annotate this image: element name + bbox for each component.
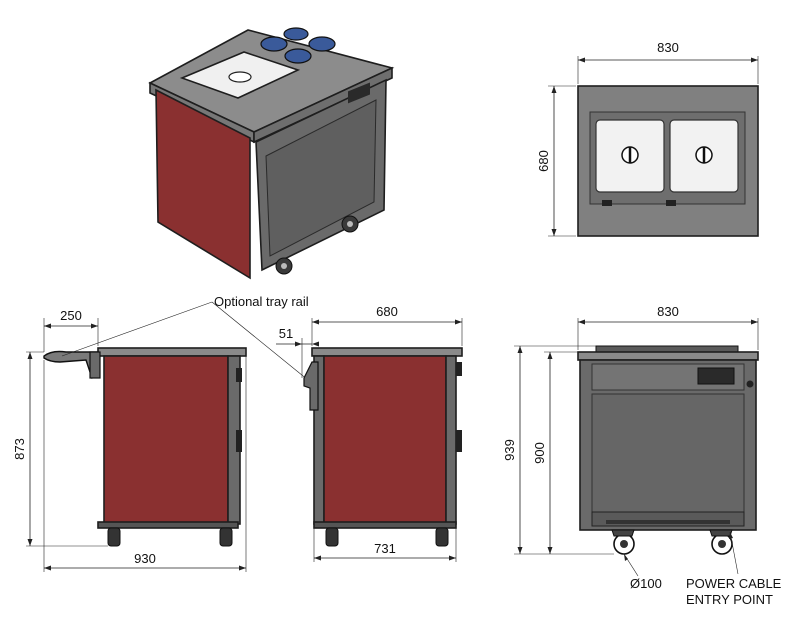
- side2-plinth: [313, 521, 457, 529]
- overall-length-label: 930: [134, 551, 156, 566]
- iso-red-side-panel: [155, 88, 251, 280]
- side2-rear-strip: [445, 355, 457, 525]
- iso-front-door: [265, 99, 377, 257]
- iso-blue-wells: [260, 27, 336, 64]
- iso-top-edge-right: [253, 66, 393, 144]
- side1-top: [97, 347, 247, 357]
- side-depth-label: 680: [376, 304, 398, 319]
- power-cable-annotation-line1: POWER CABLE: [686, 576, 782, 591]
- iso-control-box: [348, 82, 370, 104]
- body-height-label: 900: [532, 442, 547, 464]
- front-control-box: [697, 367, 735, 385]
- side-view: 680 51 731: [276, 304, 463, 562]
- side1-red-panel: [103, 355, 229, 525]
- isometric-view: [148, 27, 395, 280]
- tray-rail-callout: Optional tray rail: [61, 294, 309, 381]
- side-view-tray-rail: 250 873 930: [12, 308, 247, 572]
- front-castors: [611, 529, 733, 555]
- power-cable-annotation-line2: ENTRY POINT: [686, 592, 773, 607]
- iso-lid-handle: [228, 71, 252, 83]
- iso-castors: [275, 215, 359, 275]
- side-height-label: 873: [12, 438, 27, 460]
- front-view: 830 939 900 Ø100 POWER CABLE ENTRY POINT: [502, 304, 782, 607]
- side2-top: [311, 347, 463, 357]
- rail-offset-label: 51: [279, 326, 293, 341]
- side2-rail-bracket: [303, 361, 319, 411]
- front-door: [591, 393, 745, 513]
- tray-rail-extension-label: 250: [60, 308, 82, 323]
- base-depth-label: 731: [374, 541, 396, 556]
- plan-depth-label: 680: [536, 150, 551, 172]
- front-top: [577, 351, 759, 361]
- front-width-label: 830: [657, 304, 679, 319]
- overall-height-label: 939: [502, 439, 517, 461]
- tray-rail-annotation: Optional tray rail: [214, 294, 309, 309]
- side2-red-panel: [323, 355, 447, 525]
- side1-plinth: [97, 521, 239, 529]
- front-top-items: [595, 345, 739, 353]
- plan-view: 830 680: [536, 40, 759, 237]
- plan-width-label: 830: [657, 40, 679, 55]
- castor-diameter-label: Ø100: [630, 576, 662, 591]
